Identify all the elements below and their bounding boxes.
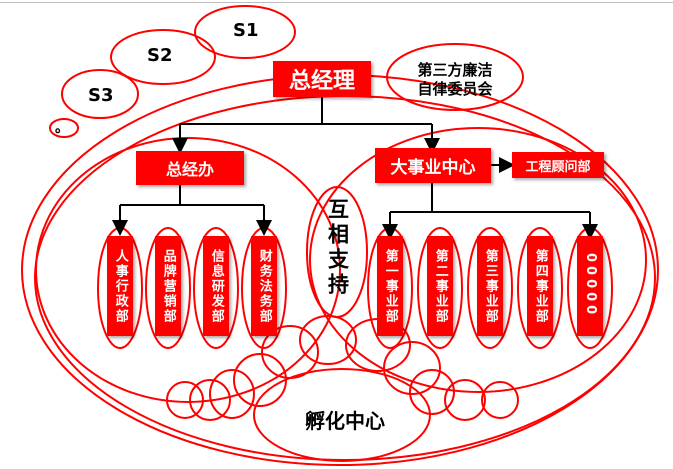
dept-brand-label: 品牌营销部 — [160, 248, 176, 324]
dept-hr: 人事行政部 — [107, 236, 133, 336]
unit-4: 第四事业部 — [527, 236, 553, 336]
dept-it: 信息研发部 — [203, 236, 229, 336]
unit-2: 第二事业部 — [427, 236, 453, 336]
dept-hr-label: 人事行政部 — [112, 248, 128, 324]
dept-it-label: 信息研发部 — [208, 248, 224, 324]
dept-finance: 财务法务部 — [251, 236, 277, 336]
ceo-box: 总经理 — [273, 61, 371, 97]
dept-brand: 品牌营销部 — [155, 236, 181, 336]
unit-5: 00000 — [577, 236, 603, 336]
layer-circle-dot — [49, 118, 79, 138]
unit-5-label: 00000 — [582, 253, 598, 319]
layer-label-s3: S3 — [88, 85, 114, 106]
mutual-support-label: 互相支持 — [321, 198, 353, 305]
integrity-ellipse — [386, 43, 524, 111]
top-divider — [0, 2, 673, 3]
unit-3: 第三事业部 — [477, 236, 503, 336]
incubation-center-label: 孵化中心 — [305, 409, 385, 433]
layer-label-dot: 。 — [55, 120, 69, 136]
general-office-box: 总经办 — [136, 151, 244, 185]
business-center-box: 大事业中心 — [375, 148, 491, 183]
layer-circle-s3 — [61, 69, 139, 119]
unit-1: 第一事业部 — [377, 236, 403, 336]
unit-3-label: 第三事业部 — [482, 248, 498, 324]
right-venn-circle — [309, 127, 647, 393]
layer-circle-s1 — [194, 5, 296, 59]
layer-label-s2: S2 — [147, 45, 173, 66]
unit-1-label: 第一事业部 — [382, 248, 398, 324]
integrity-committee-label: 第三方廉洁 自律委员会 — [417, 61, 493, 98]
layer-circle-s2 — [110, 29, 216, 85]
layer-label-s1: S1 — [233, 20, 259, 41]
dept-finance-label: 财务法务部 — [256, 248, 272, 324]
mutual-support-text: 互相支持 — [325, 198, 350, 298]
left-venn-circle — [35, 137, 341, 403]
incubator-ellipse — [253, 368, 431, 462]
unit-2-label: 第二事业部 — [432, 248, 448, 324]
engineering-consult-box: 工程顾问部 — [512, 152, 604, 178]
unit-4-label: 第四事业部 — [532, 248, 548, 324]
